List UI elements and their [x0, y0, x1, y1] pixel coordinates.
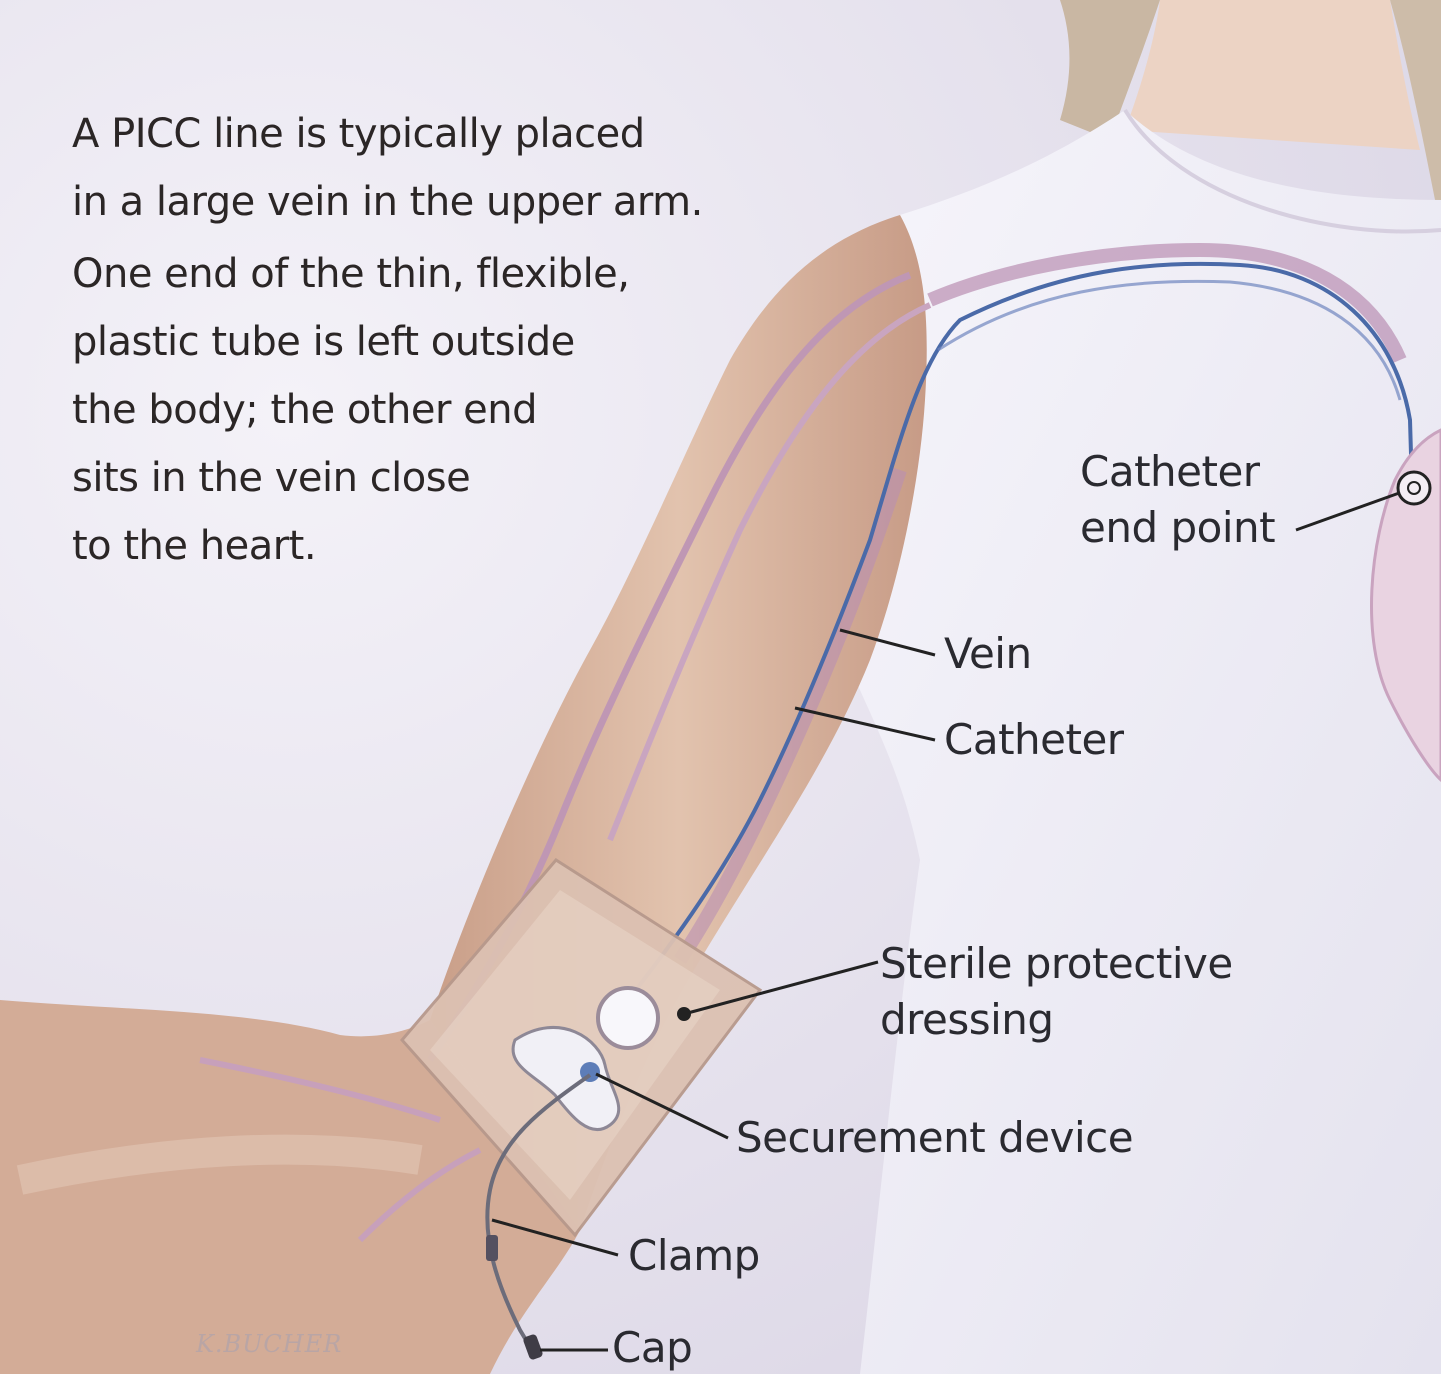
intro-line: A PICC line is typically placed — [72, 100, 872, 168]
label-line: dressing — [880, 992, 1233, 1048]
dressing-marker — [677, 1007, 691, 1021]
securement-ring — [598, 988, 658, 1048]
label-securement-device: Securement device — [736, 1110, 1133, 1166]
label-catheter-end-point: Catheter end point — [1080, 444, 1275, 556]
label-cap: Cap — [612, 1320, 692, 1376]
intro-line: to the heart. — [72, 512, 872, 580]
intro-line: in a large vein in the upper arm. — [72, 168, 872, 236]
label-catheter: Catheter — [944, 712, 1124, 768]
intro-text: A PICC line is typically placed in a lar… — [72, 100, 872, 580]
label-vein: Vein — [944, 626, 1032, 682]
clamp — [486, 1235, 498, 1261]
catheter-end-marker — [1398, 472, 1430, 504]
label-dressing: Sterile protective dressing — [880, 936, 1233, 1048]
intro-line: One end of the thin, flexible, — [72, 240, 872, 308]
intro-line: sits in the vein close — [72, 444, 872, 512]
intro-line: plastic tube is left outside — [72, 308, 872, 376]
label-line: Catheter — [1080, 444, 1275, 500]
neck-skin — [1125, 0, 1420, 150]
label-line: Sterile protective — [880, 936, 1233, 992]
intro-line: the body; the other end — [72, 376, 872, 444]
label-line: end point — [1080, 500, 1275, 556]
artist-signature: K.BUCHER — [196, 1330, 342, 1358]
label-clamp: Clamp — [628, 1228, 760, 1284]
